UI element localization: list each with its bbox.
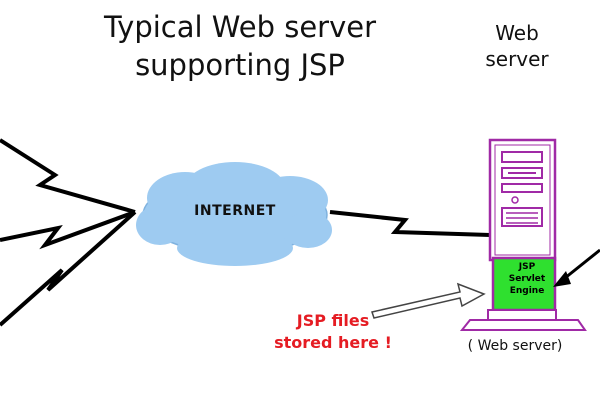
jsp-files-note: JSP files stored here ! (248, 310, 418, 354)
right-arrow (553, 248, 600, 287)
lightning-bolt-to-server (329, 210, 491, 237)
servlet-engine-label: JSP Servlet Engine (496, 261, 558, 297)
internet-cloud (136, 162, 332, 266)
diagram-title: Typical Web server supporting JSP (60, 8, 420, 84)
web-server-heading: Web server (472, 20, 562, 72)
engine-line-3: Engine (509, 286, 545, 296)
pointer-arrow (371, 282, 486, 319)
servlet-engine-box (491, 256, 557, 312)
engine-line-2: Servlet (508, 274, 546, 284)
title-line-2: supporting JSP (135, 48, 345, 82)
jsp-note-line-2: stored here ! (274, 333, 392, 352)
web-server-heading-line-2: server (485, 47, 549, 71)
web-server-tower (459, 138, 587, 331)
lightning-bolt-top (0, 138, 136, 214)
internet-label: INTERNET (194, 203, 276, 219)
lightning-bolt-middle (0, 210, 136, 250)
jsp-note-line-1: JSP files (296, 311, 370, 330)
web-server-caption: ( Web server) (467, 338, 563, 354)
engine-line-1: JSP (518, 262, 536, 272)
lightning-bolt-bottom (0, 210, 137, 327)
title-line-1: Typical Web server (103, 10, 377, 44)
web-server-heading-line-1: Web (495, 21, 539, 45)
